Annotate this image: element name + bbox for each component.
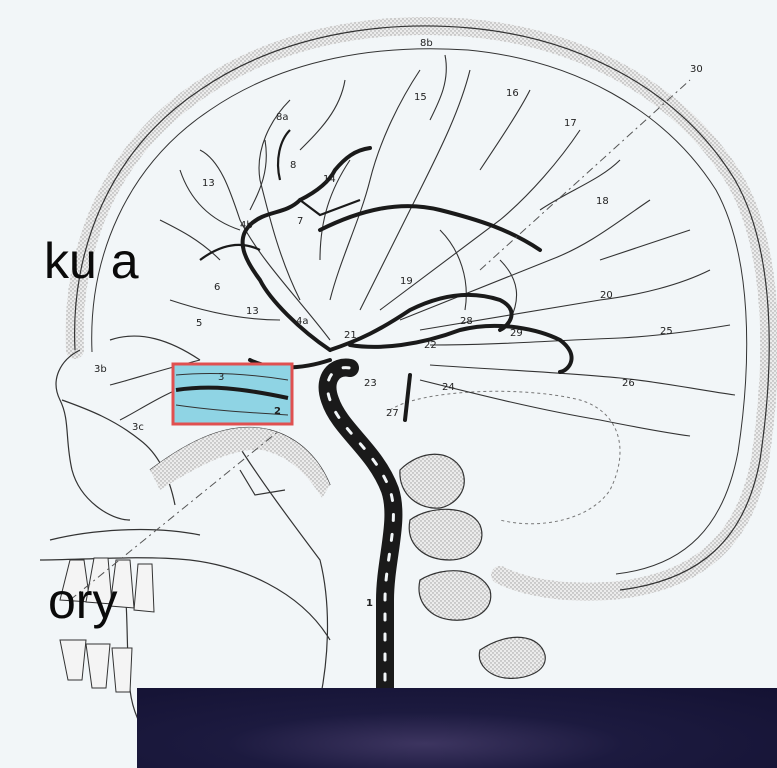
label-3b: 3b (94, 364, 107, 375)
label-4b: 4b (240, 220, 253, 231)
label-16: 16 (506, 88, 519, 99)
cervical-vertebrae (400, 454, 545, 678)
label-8: 8 (290, 160, 296, 171)
label-5: 5 (196, 318, 202, 329)
label-7: 7 (297, 216, 303, 227)
label-3: 3 (218, 372, 224, 383)
slide-text-fragment-2: ory (48, 576, 117, 626)
label-19: 19 (400, 276, 413, 287)
label-24: 24 (442, 382, 455, 393)
label-27: 27 (386, 408, 399, 419)
label-1: 1 (366, 598, 373, 609)
label-30: 30 (690, 64, 703, 75)
label-29: 29 (510, 328, 523, 339)
label-13a: 13 (202, 178, 215, 189)
skull-vault (75, 26, 770, 592)
label-6: 6 (214, 282, 220, 293)
label-25: 25 (660, 326, 673, 337)
label-23: 23 (364, 378, 377, 389)
label-4a: 4a (296, 316, 309, 327)
label-18: 18 (596, 196, 609, 207)
label-17: 17 (564, 118, 577, 129)
label-8a: 8a (276, 112, 289, 123)
angiography-photo (137, 688, 777, 768)
label-26: 26 (622, 378, 635, 389)
label-22: 22 (424, 340, 437, 351)
slide-text-fragment-1: ku a (44, 236, 139, 286)
label-3c: 3c (132, 422, 144, 433)
label-14: 14 (323, 174, 336, 185)
label-28: 28 (460, 316, 473, 327)
label-8b: 8b (420, 38, 433, 49)
label-13b: 13 (246, 306, 259, 317)
label-20: 20 (600, 290, 613, 301)
label-15: 15 (414, 92, 427, 103)
internal-carotid-artery (328, 368, 394, 700)
label-2: 2 (274, 406, 281, 417)
label-21: 21 (344, 330, 357, 341)
